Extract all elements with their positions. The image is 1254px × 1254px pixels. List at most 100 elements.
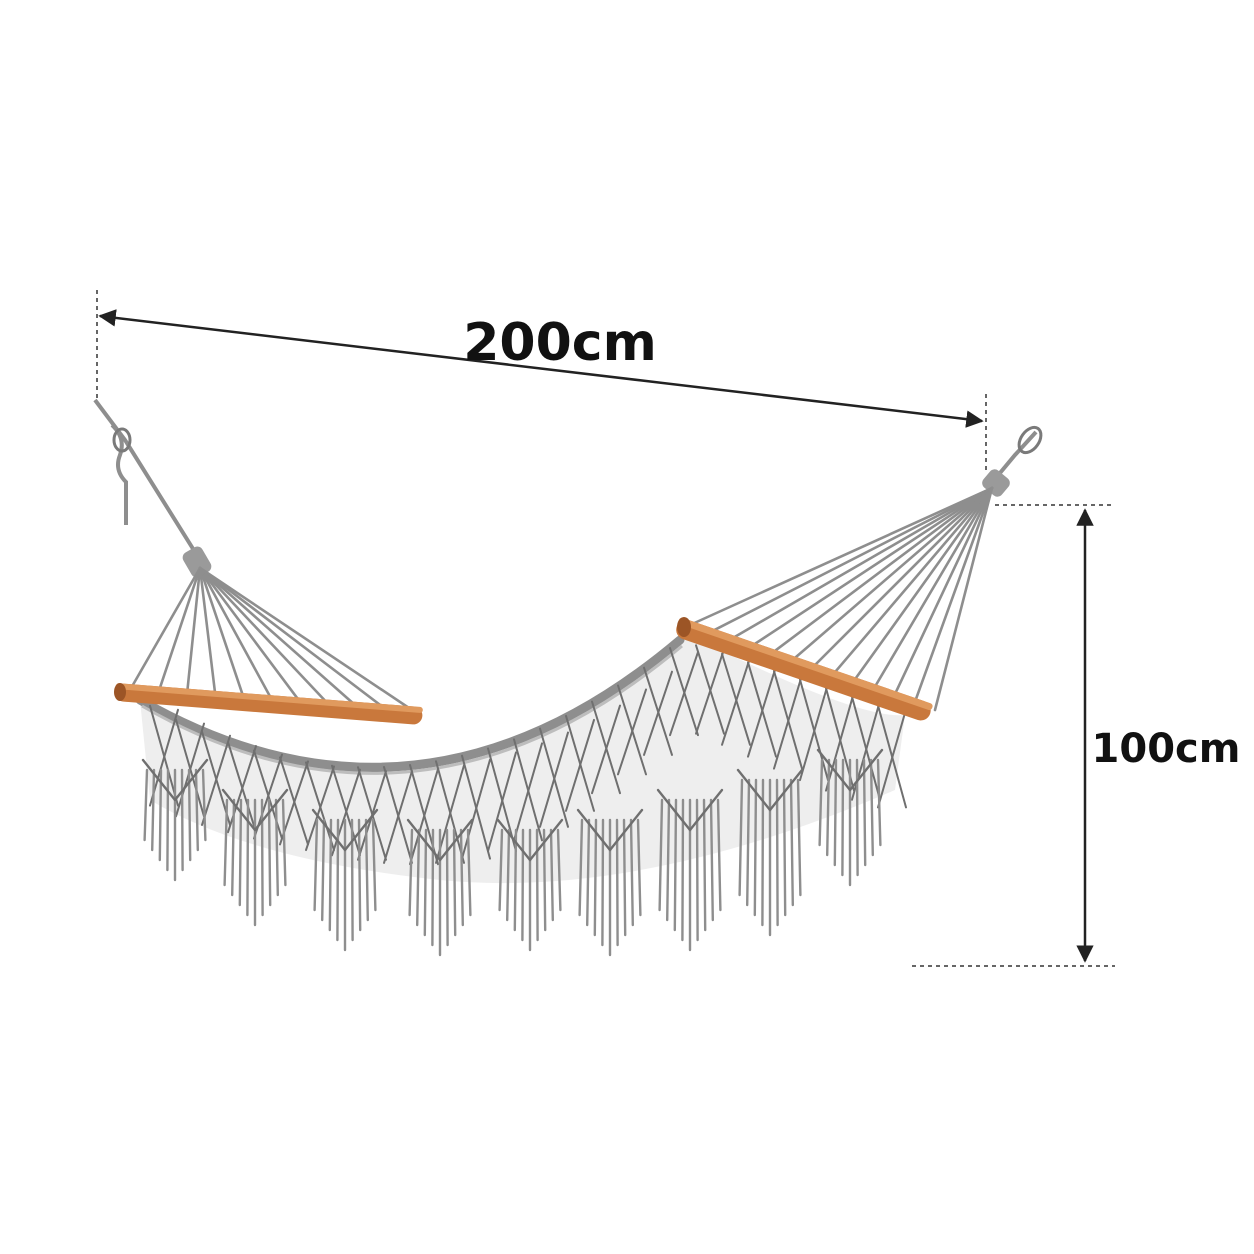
tassel-string [194,768,200,852]
right-suspension-strings [688,486,994,712]
tassel-string [238,798,243,907]
suspension-string [749,486,994,648]
tassel-string [364,818,369,922]
suspension-string [933,486,994,712]
tassel-string [158,768,163,862]
tassel-string [782,778,787,917]
tassel-string [841,758,845,877]
net-string [201,734,231,826]
tassel-string [833,758,838,867]
tassel-string [746,778,751,907]
tassel-string [223,798,229,887]
net-string [695,648,725,735]
net-string [539,731,569,828]
suspension-string [790,486,994,662]
hammock-icon [93,398,1043,957]
tassel-string [775,778,779,927]
suspension-string [198,566,417,714]
tassel-knot-line [173,758,209,802]
tassel-string [673,798,678,932]
right-spreader-bar [676,617,933,721]
tassel-knot-line [438,818,474,862]
tassel-knot-line [576,808,612,852]
tassel-string [281,798,287,887]
net-string [617,688,647,776]
suspension-string [811,486,994,669]
tassel-string [513,828,518,932]
tassel-string [556,828,562,912]
suspension-string [185,566,202,696]
length-arrow-line [98,309,984,428]
tassel-string [498,828,504,912]
tassel-string [143,768,149,842]
tassel-string [818,758,824,847]
tassel-knot-line [736,768,772,812]
tassel-string [702,798,707,932]
left-hanging-rope [93,398,212,578]
suspension-string [198,566,303,705]
tassel-string [371,818,377,912]
suspension-string [688,486,994,627]
tassel-string [357,818,362,932]
tassel-knot-line [221,788,257,832]
tassel-knot-line [141,758,177,802]
tassel-string [274,798,279,897]
net-string [591,704,621,795]
tassel-string [796,778,802,897]
tassel-string [336,818,340,942]
tassel-string [267,798,272,907]
suspension-string [831,486,994,676]
net-string [643,670,673,756]
net-string [513,742,543,842]
tassel-string [350,818,354,942]
suspension-string [892,486,994,698]
tassel-knot-line [608,808,644,852]
net-string [487,751,517,853]
net-string [305,765,335,852]
height-label: 100cm [1092,726,1241,772]
tassel-knot-line [656,788,692,832]
tassel-string [535,828,539,942]
tassel-knot-line [768,768,804,812]
tassel-string [230,798,236,897]
net-string [721,656,751,746]
tassel-knot-line [496,818,532,862]
tassel-knot-line [311,808,347,852]
height-dimension: 100cm [912,504,1241,967]
suspension-string [198,566,246,701]
tassel-string [506,828,511,922]
tassel-string [328,818,333,932]
tassel-string [246,798,250,917]
net-string [747,665,777,758]
tassel-string [445,828,449,947]
tassel-string [622,818,627,937]
tassel-string [666,798,671,922]
net-string [825,691,855,792]
tassel-knot-line [688,788,724,832]
macrame-fringe [141,748,884,957]
tassel-string [260,798,264,917]
suspension-string [128,566,202,692]
tassel-string [423,828,428,937]
suspension-string [198,566,274,703]
tassel-string [876,758,882,847]
tassel-string [593,818,598,937]
tassel-knot-line [253,788,289,832]
suspension-string [770,486,994,655]
tassel-string [709,798,714,922]
tassel-string [166,768,170,872]
suspension-string [872,486,994,691]
net-string [565,718,595,812]
tassel-string [629,818,634,927]
net-string [409,768,439,866]
tassel-string [586,818,591,927]
tassel-string [753,778,758,917]
length-dimension: 200cm [96,290,987,470]
tassel-knot-line [528,818,564,862]
net-string [461,758,491,860]
net-string [799,682,829,782]
tassel-string [180,768,184,872]
tassel-string [636,818,642,917]
suspension-string [709,486,994,634]
